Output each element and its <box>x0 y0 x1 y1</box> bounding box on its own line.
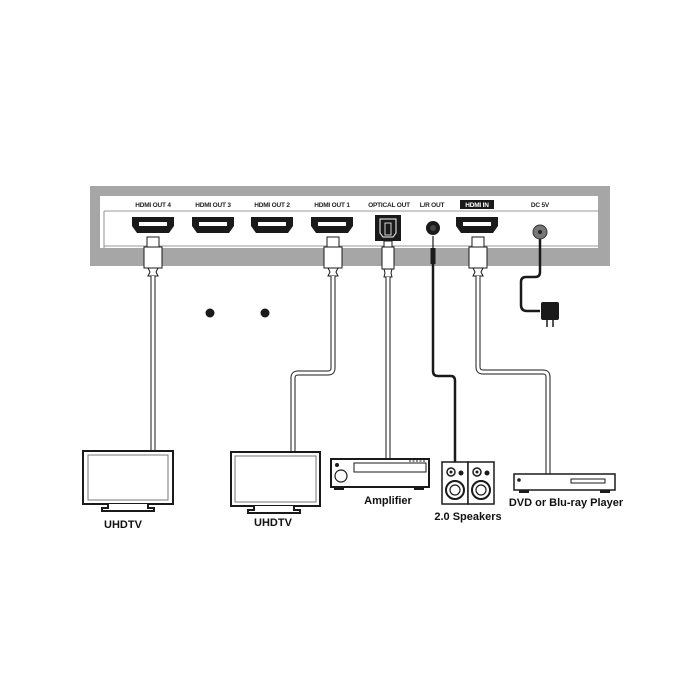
hdmi-port-icon <box>456 217 498 233</box>
amplifier-icon <box>330 458 430 490</box>
ellipsis-dot <box>260 308 270 318</box>
tv-icon <box>230 451 321 514</box>
optical-plug-icon <box>381 240 395 278</box>
hdmi-port-icon <box>251 217 293 233</box>
hdmi-port-icon <box>311 217 353 233</box>
hdmi-cables <box>150 276 551 474</box>
audio-plug-icon <box>430 236 436 264</box>
device-label-speakers: 2.0 Speakers <box>434 511 501 523</box>
port-label-optical-out: OPTICAL OUT <box>368 202 410 209</box>
hdmi-plug-icon <box>323 236 343 277</box>
power-cable <box>519 239 542 313</box>
port-label-lr-out: L/R OUT <box>420 202 445 209</box>
device-label-amplifier: Amplifier <box>364 495 412 507</box>
speakers-icon <box>441 461 495 505</box>
device-label-uhdtv-2: UHDTV <box>254 517 293 529</box>
port-label-hdmi-out-2: HDMI OUT 2 <box>254 202 290 209</box>
port-label-dc-5v: DC 5V <box>531 202 550 209</box>
hdmi-plug-icon <box>143 236 163 277</box>
tv-icon <box>82 450 174 512</box>
port-label-hdmi-out-1: HDMI OUT 1 <box>314 202 350 209</box>
power-adapter-icon <box>541 302 559 327</box>
port-label-hdmi-out-3: HDMI OUT 3 <box>195 202 231 209</box>
media-player-icon <box>513 473 616 493</box>
ellipsis-dot <box>205 308 215 318</box>
device-label-uhdtv-1: UHDTV <box>104 519 143 531</box>
hdmi-in-label-bg <box>460 200 494 209</box>
device-label-player: DVD or Blu-ray Player <box>509 497 624 509</box>
port-label-hdmi-out-4: HDMI OUT 4 <box>135 202 171 209</box>
hdmi-plug-icon <box>468 236 488 277</box>
port-label-hdmi-in: HDMI IN <box>465 202 489 209</box>
hdmi-port-icon <box>192 217 234 233</box>
optical-port-icon <box>375 215 401 241</box>
audio-cable <box>431 264 457 462</box>
hdmi-port-icon <box>132 217 174 233</box>
